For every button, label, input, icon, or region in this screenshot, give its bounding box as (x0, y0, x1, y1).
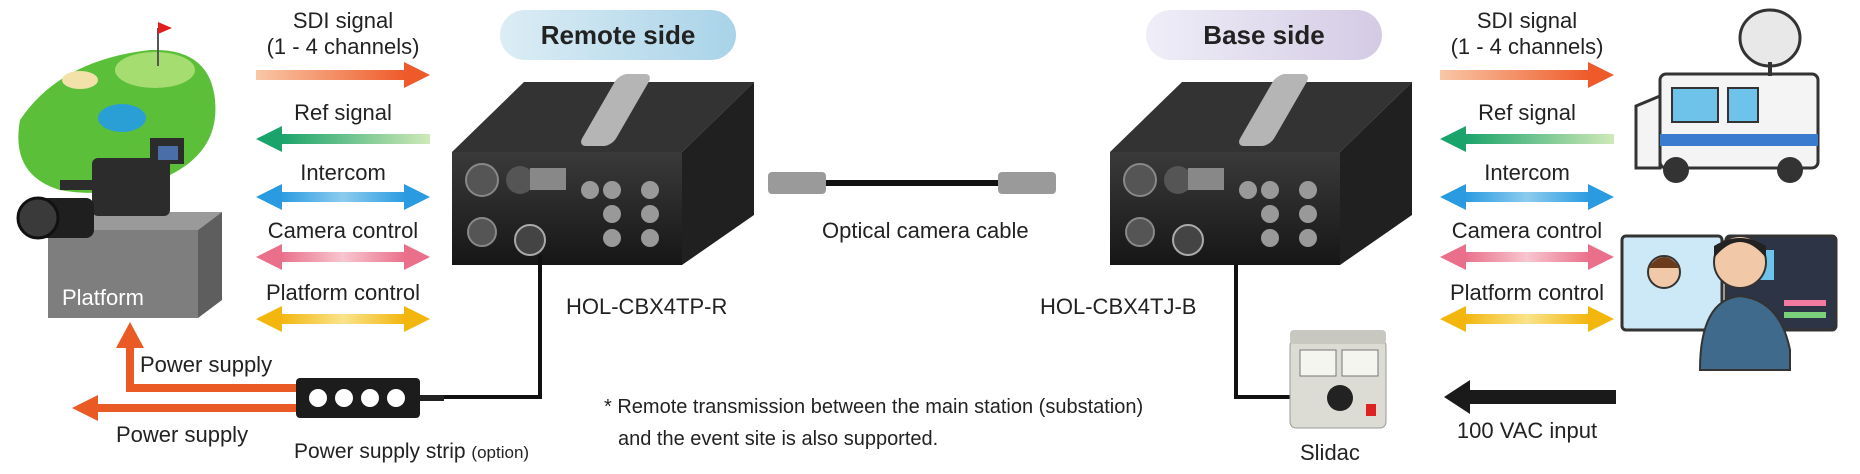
base-side-header: Base side (1146, 10, 1382, 60)
right-intercom-arrow (1440, 184, 1614, 210)
power-strip-label: Power supply strip (option) (294, 440, 529, 464)
note-line2: and the event site is also supported. (618, 428, 939, 450)
remote-side-header: Remote side (500, 10, 736, 60)
slidac-label: Slidac (1300, 440, 1360, 465)
left-sdi-arrow (256, 62, 430, 88)
left-intercom-label: Intercom (300, 160, 386, 185)
right-ref-label: Ref signal (1478, 100, 1576, 125)
left-sdi-label-line1: SDI signal (292, 8, 394, 33)
left-sdi-label-line2: (1 - 4 channels) (266, 34, 420, 59)
right-ref-arrow (1440, 126, 1614, 152)
base-unit-device (1110, 74, 1412, 399)
power-strip-name: Power supply strip (294, 440, 466, 463)
camera-icon (16, 138, 184, 240)
right-camera-control-arrow (1440, 244, 1614, 270)
power-supply-arrows (72, 322, 300, 421)
optical-cable-label: Optical camera cable (822, 218, 1029, 243)
power-strip-note: (option) (471, 443, 530, 462)
right-platform-control-label: Platform control (1449, 280, 1605, 305)
left-ref-arrow (256, 126, 430, 152)
left-platform-control-label: Platform control (265, 280, 421, 305)
remote-model-label: HOL-CBX4TP-R (566, 294, 728, 319)
operator-monitor-icon (1620, 234, 1838, 371)
left-camera-control-label: Camera control (267, 218, 419, 243)
slidac-device (1289, 330, 1387, 429)
power-strip (296, 268, 542, 418)
platform-label: Platform (62, 285, 144, 310)
right-sdi-arrow (1440, 62, 1614, 88)
remote-unit-device (452, 74, 754, 272)
right-sdi-label-line1: SDI signal (1476, 8, 1578, 33)
right-camera-control-label: Camera control (1451, 218, 1603, 243)
left-platform-control-arrow (256, 306, 430, 332)
left-ref-label: Ref signal (294, 100, 392, 125)
right-sdi-label-line2: (1 - 4 channels) (1450, 34, 1604, 59)
left-intercom-arrow (256, 184, 430, 210)
note-line1: * Remote transmission between the main s… (604, 396, 1144, 418)
optical-cable (768, 172, 1056, 194)
vac-input-arrow (1444, 380, 1616, 414)
left-camera-control-arrow (256, 244, 430, 270)
power-supply-label-lower: Power supply (116, 422, 249, 447)
base-model-label: HOL-CBX4TJ-B (1040, 294, 1197, 319)
right-intercom-label: Intercom (1484, 160, 1570, 185)
broadcast-van-icon (1634, 8, 1820, 183)
right-platform-control-arrow (1440, 306, 1614, 332)
power-supply-label-upper: Power supply (140, 352, 273, 377)
vac-input-label: 100 VAC input (1456, 418, 1598, 443)
